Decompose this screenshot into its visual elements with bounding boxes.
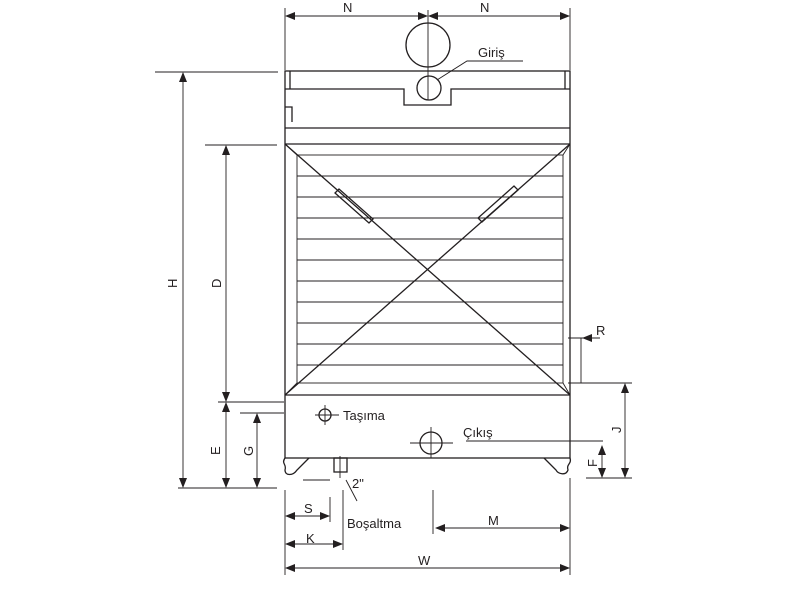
leg-right [543,457,572,475]
dim-g: G [241,446,256,456]
outlet-label: Çıkış [463,425,493,440]
lifting-point: Taşıma [315,405,386,425]
dim-r: R [596,323,605,338]
dim-h: H [165,279,180,288]
spray-nozzle-right [477,185,519,223]
outlet-pipe: Çıkış [410,425,603,458]
inlet-pipe: Giriş [405,10,523,101]
spray-nozzle-left [334,188,374,224]
dim-f: F [585,459,600,467]
dim-n-right: N [480,0,489,15]
drain: 2" Boşaltma [333,456,402,531]
dim-n-left: N [343,0,352,15]
leg-left [282,457,310,476]
dim-w: W [418,553,431,568]
lifting-label: Taşıma [343,408,386,423]
dimension-lines [155,8,632,575]
dimension-labels: N N H D E G R J F S K M W [165,0,624,568]
tower-body [284,70,571,459]
dim-k: K [306,531,315,546]
drain-label: Boşaltma [347,516,402,531]
fill-pack [284,143,571,396]
inlet-label: Giriş [478,45,505,60]
dim-d: D [209,279,224,288]
drain-size-label: 2" [352,476,364,491]
dim-s: S [304,501,313,516]
dim-m: M [488,513,499,528]
dim-e: E [208,446,223,455]
dim-j: J [609,427,624,434]
